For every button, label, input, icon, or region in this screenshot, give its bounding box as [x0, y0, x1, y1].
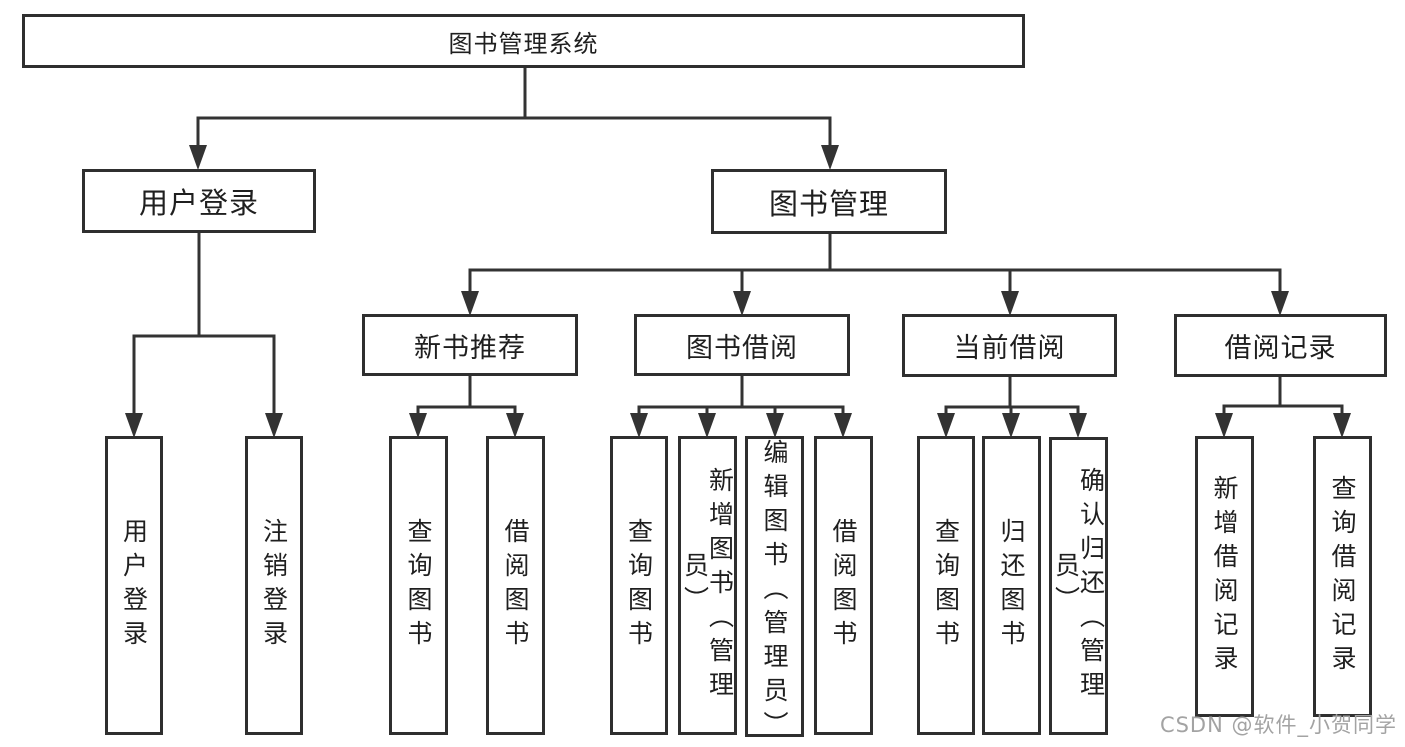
leaf-label: 确认归还（管理员） [1051, 467, 1106, 705]
leaf-label: 借阅图书 [501, 517, 530, 654]
leaf-label: 编辑图书（管理员） [760, 439, 789, 745]
arrowhead [698, 413, 716, 438]
arrowhead [1001, 291, 1019, 316]
leaf-label: 查询借阅记录 [1328, 474, 1357, 679]
node-root-system: 图书管理系统 [22, 14, 1025, 68]
node-leaf-borrow-books-recommend: 借阅图书 [486, 436, 545, 735]
leaf-label: 新增借阅记录 [1210, 474, 1239, 679]
connector-book-mgmt-bar [468, 268, 1282, 294]
node-book-borrow: 图书借阅 [634, 314, 850, 376]
node-leaf-return-books: 归还图书 [982, 436, 1041, 735]
arrowhead [630, 413, 648, 438]
arrowhead [1215, 413, 1233, 438]
node-leaf-query-books-borrow: 查询图书 [610, 436, 668, 735]
connector-current-bar [944, 405, 1080, 416]
arrowhead [733, 291, 751, 316]
csdn-watermark: CSDN @软件_小贺同学 [1159, 713, 1397, 737]
node-leaf-edit-books-admin: 编辑图书（管理员） [745, 436, 804, 745]
arrowhead [834, 413, 852, 438]
node-current-borrow: 当前借阅 [902, 314, 1117, 377]
leaf-label: 借阅图书 [829, 517, 858, 654]
leaf-label: 查询图书 [404, 517, 433, 654]
arrowhead [506, 413, 524, 438]
arrowhead [461, 291, 479, 316]
connector-book-borrow-bar [637, 405, 845, 416]
connector-record-bar [1222, 404, 1344, 416]
connector-new-book-bar [416, 405, 517, 416]
arrowhead [1333, 413, 1351, 438]
arrowhead [1002, 413, 1020, 438]
arrowhead [189, 145, 207, 170]
node-leaf-borrow-books: 借阅图书 [814, 436, 873, 735]
node-leaf-query-books-current: 查询图书 [917, 436, 975, 735]
leaf-label: 查询图书 [624, 517, 654, 654]
arrowhead [1271, 291, 1289, 316]
node-leaf-query-borrow-record: 查询借阅记录 [1313, 436, 1372, 717]
leaf-label: 归还图书 [997, 517, 1026, 654]
arrowhead [1069, 413, 1087, 438]
node-user-login: 用户登录 [82, 169, 316, 233]
node-leaf-query-books-recommend: 查询图书 [389, 436, 448, 735]
leaf-label: 注销登录 [259, 517, 289, 654]
arrowhead [937, 413, 955, 438]
arrowhead [766, 413, 784, 438]
node-leaf-user-login: 用户登录 [105, 436, 163, 735]
node-borrow-records: 借阅记录 [1174, 314, 1387, 377]
connector-root-bar [196, 116, 832, 150]
leaf-label: 用户登录 [119, 517, 149, 654]
node-book-management: 图书管理 [711, 169, 947, 234]
node-leaf-confirm-return-admin: 确认归还（管理员） [1049, 437, 1108, 735]
arrowhead [125, 413, 143, 438]
leaf-label: 新增图书（管理员） [680, 466, 735, 705]
arrowhead [821, 145, 839, 170]
leaf-label: 查询图书 [931, 517, 961, 654]
node-new-book-recommend: 新书推荐 [362, 314, 578, 376]
node-leaf-logout: 注销登录 [245, 436, 303, 735]
connector-user-login-bar [132, 334, 276, 416]
arrowhead [409, 413, 427, 438]
node-leaf-add-books-admin: 新增图书（管理员） [678, 436, 737, 735]
arrowhead [265, 413, 283, 438]
node-leaf-add-borrow-record: 新增借阅记录 [1195, 436, 1254, 717]
